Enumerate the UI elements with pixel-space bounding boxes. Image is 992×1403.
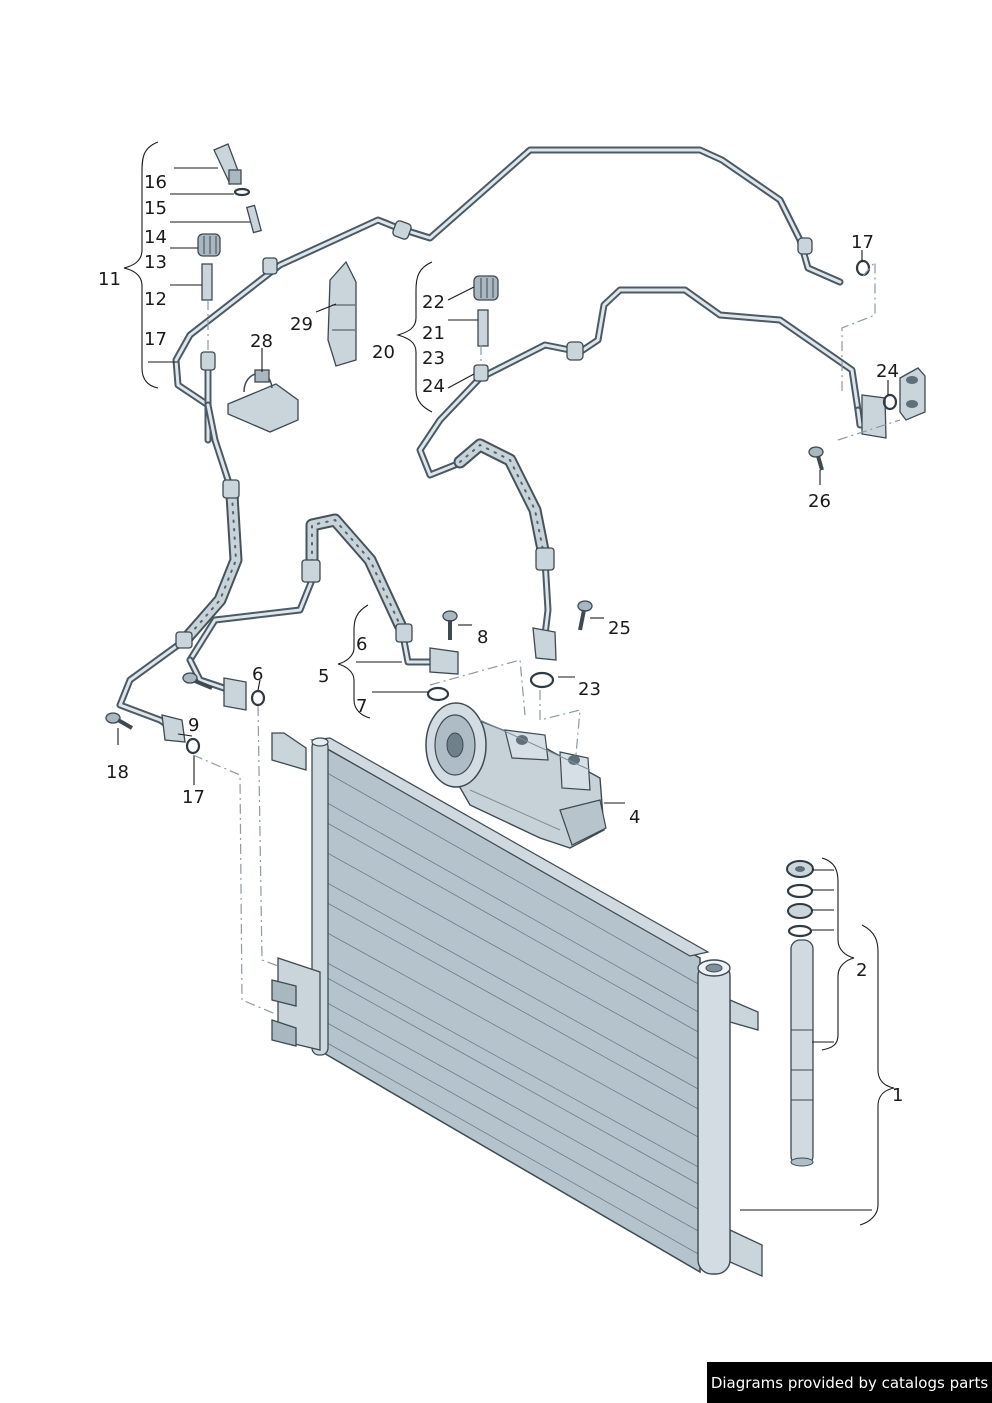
callout-labels: 16 15 14 13 11 12 17 28 29 22 21 20 23 2… [98, 172, 903, 1106]
ac-compressor [425, 702, 607, 849]
callout-11: 11 [98, 269, 121, 290]
callout-21: 21 [422, 323, 445, 344]
o-ring-17-left [185, 737, 201, 755]
callout-29: 29 [290, 314, 313, 335]
callout-24-top: 24 [422, 376, 445, 397]
callout-23-top: 23 [422, 348, 445, 369]
o-ring-15 [233, 187, 251, 197]
callout-23-bottom: 23 [578, 679, 601, 700]
callout-13: 13 [144, 252, 167, 273]
valve-insert-14 [245, 204, 263, 234]
callout-6-top: 6 [356, 634, 367, 655]
callout-1: 1 [892, 1085, 903, 1106]
left-hose [116, 401, 243, 743]
bolt-8 [442, 610, 458, 640]
cap-13 [197, 233, 221, 257]
callout-17-right: 17 [851, 232, 874, 253]
callout-16: 16 [144, 172, 167, 193]
callout-17-top: 17 [144, 329, 167, 350]
callout-15: 15 [144, 198, 167, 219]
assembly-guides [192, 260, 901, 1016]
catalog-credit-text: Diagrams provided by catalogs parts [710, 1373, 989, 1392]
callout-9: 9 [188, 715, 199, 736]
pressure-sensor [213, 143, 242, 186]
braces [123, 141, 895, 1226]
condenser [271, 732, 763, 1277]
high-pressure-line [172, 146, 844, 444]
cap-22 [473, 275, 499, 301]
catalog-credit-banner: Diagrams provided by catalogs parts [707, 1362, 992, 1403]
o-ring-7 [426, 686, 450, 702]
valve-insert-12 [201, 263, 213, 301]
callout-24-right: 24 [876, 361, 899, 382]
o-ring-6 [250, 689, 266, 707]
callout-8: 8 [477, 627, 488, 648]
callout-26: 26 [808, 491, 831, 512]
callout-4: 4 [629, 807, 640, 828]
suction-line [416, 286, 887, 661]
bracket-29 [327, 260, 357, 367]
o-ring-24 [882, 393, 898, 411]
callout-12: 12 [144, 289, 167, 310]
bolt-6 [182, 672, 213, 690]
callout-6-bottom: 6 [252, 664, 263, 685]
drier-cartridge [786, 860, 814, 1167]
callout-25: 25 [608, 618, 631, 639]
callout-20: 20 [372, 342, 395, 363]
callout-17-bottom: 17 [182, 787, 205, 808]
callout-5: 5 [318, 666, 329, 687]
bolt-25 [577, 600, 593, 631]
bracket-28 [227, 369, 299, 433]
leader-lines [117, 167, 889, 1211]
bolt-26 [808, 446, 824, 471]
o-ring-23 [529, 671, 555, 689]
callout-18: 18 [106, 762, 129, 783]
callout-2: 2 [856, 960, 867, 981]
bolt-18 [105, 712, 133, 730]
callout-14: 14 [144, 227, 167, 248]
callout-7: 7 [356, 696, 367, 717]
discharge-hose [186, 513, 459, 711]
expansion-valve [899, 367, 926, 421]
callout-22: 22 [422, 292, 445, 313]
o-ring-17-right [855, 259, 871, 277]
callout-28: 28 [250, 331, 273, 352]
valve-insert-21 [477, 309, 489, 347]
